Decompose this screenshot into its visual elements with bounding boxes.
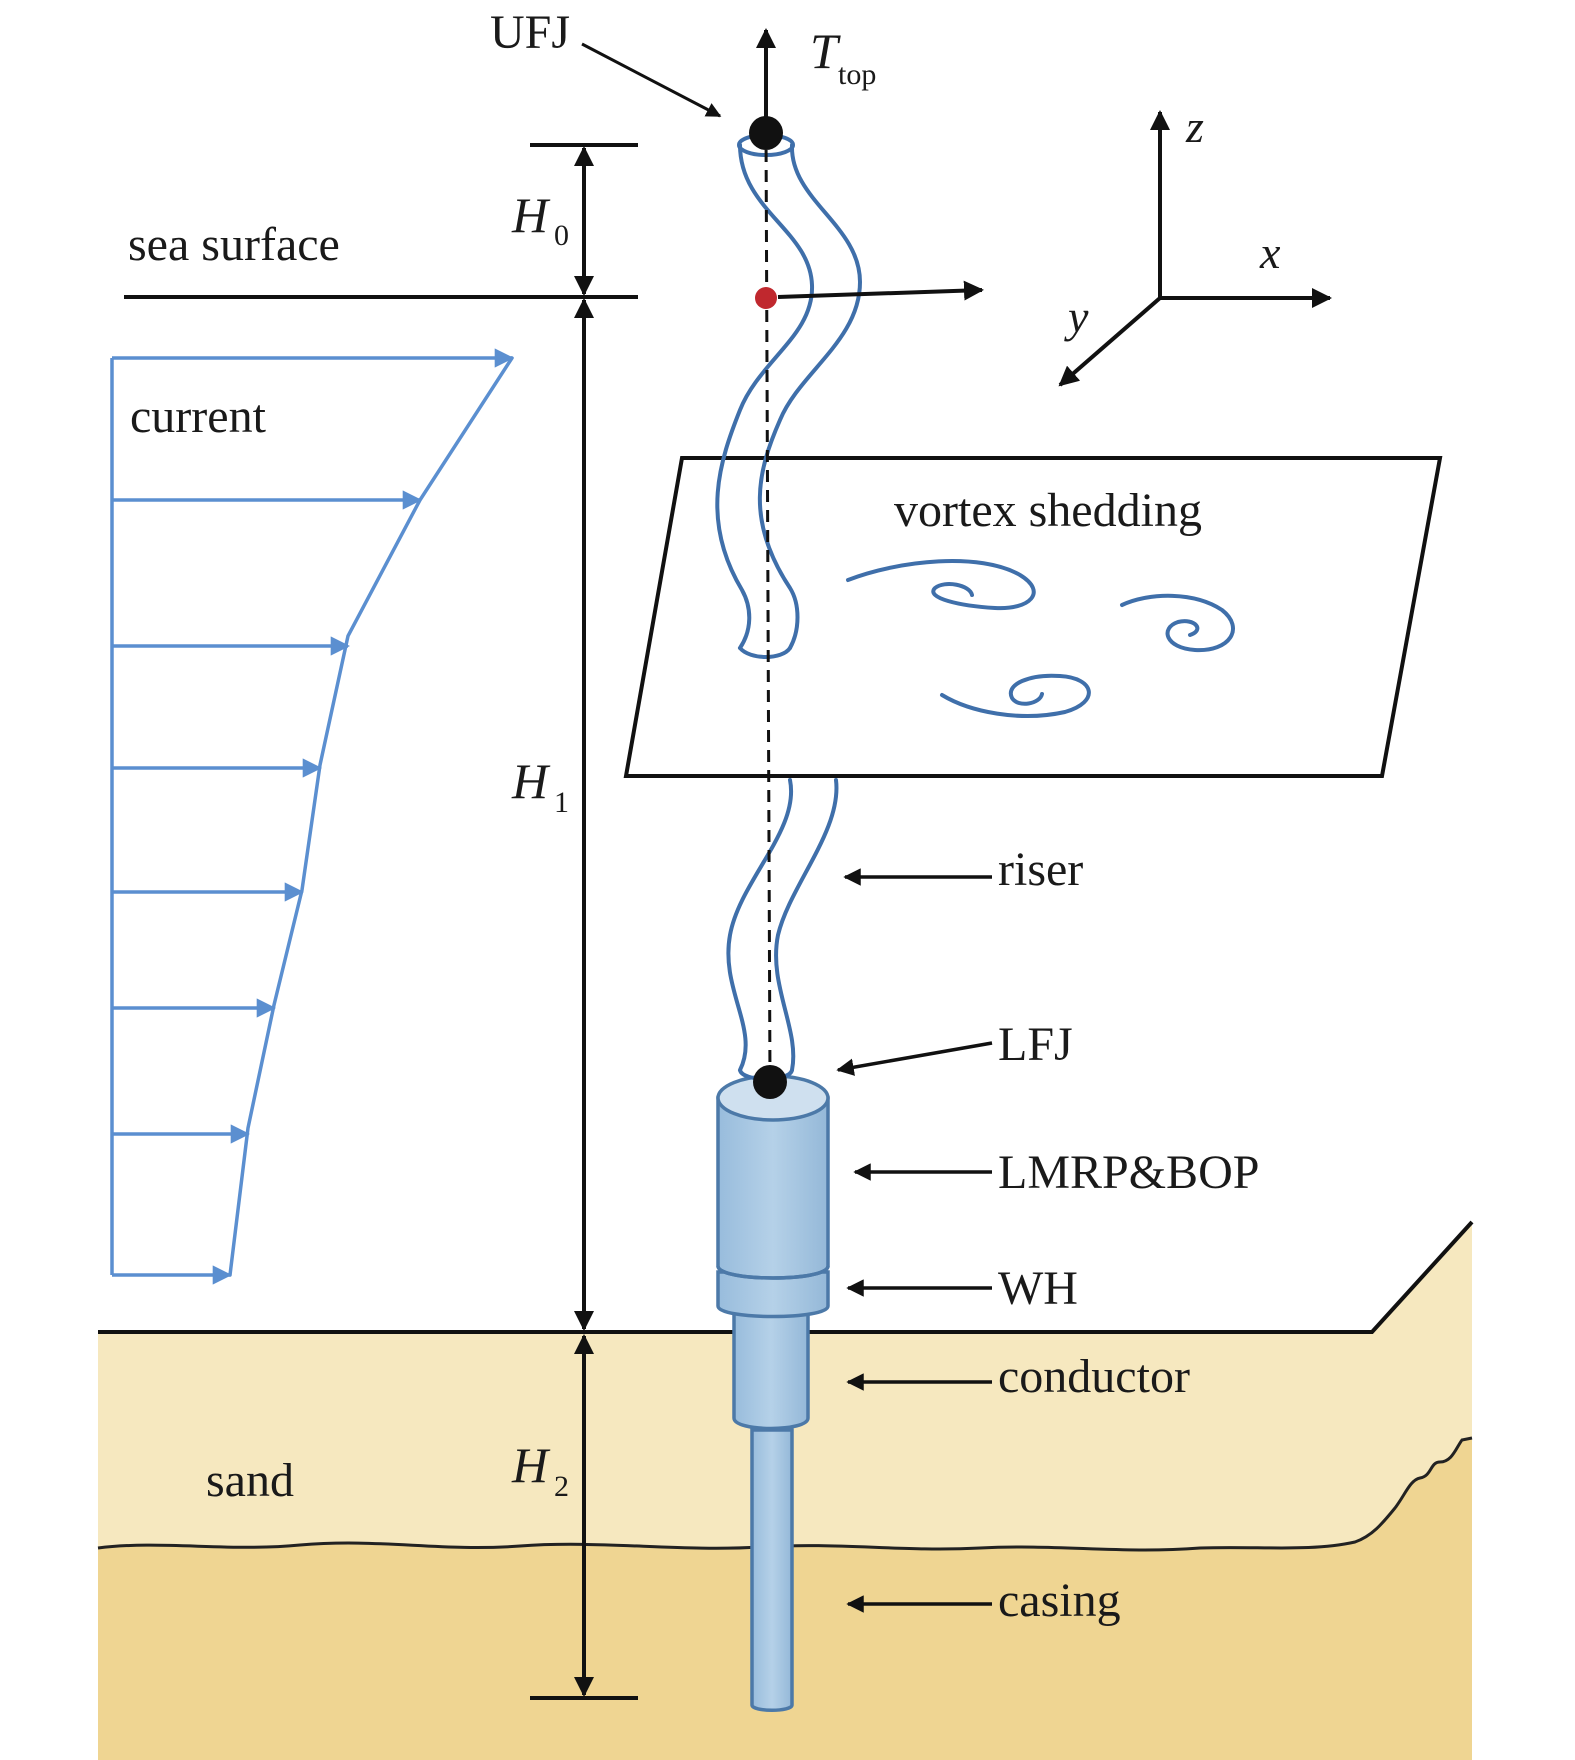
bop-body bbox=[716, 1096, 830, 1280]
casing-label: casing bbox=[998, 1574, 1121, 1627]
riser-upper-left-edge bbox=[715, 143, 815, 650]
conductor-label: conductor bbox=[998, 1350, 1190, 1403]
force-arrow bbox=[777, 280, 984, 301]
vortex-swirl-1 bbox=[846, 559, 1036, 611]
riser-bottom-cap-upper bbox=[738, 646, 792, 659]
vortex-shedding-label: vortex shedding bbox=[894, 484, 1202, 537]
h2-label: H bbox=[511, 1437, 551, 1493]
wh-label: WH bbox=[998, 1262, 1078, 1315]
component-pointers bbox=[836, 868, 993, 1613]
lmrp-bop-label: LMRP&BOP bbox=[998, 1146, 1259, 1199]
current-profile bbox=[110, 348, 514, 1285]
axis-y-line bbox=[1058, 296, 1162, 387]
vortex-swirls bbox=[846, 559, 1235, 718]
ufj-label: UFJ bbox=[490, 6, 570, 59]
seabed-line bbox=[98, 1220, 1474, 1334]
conductor-body bbox=[732, 1308, 810, 1431]
dimension-lines bbox=[530, 143, 638, 1700]
lmrp-bop-stack bbox=[716, 1074, 830, 1712]
t-top-subscript: top bbox=[838, 58, 876, 91]
axis-z-label: z bbox=[1185, 101, 1204, 152]
ufj-joint-dot-icon bbox=[749, 116, 783, 150]
vortex-shedding-plane bbox=[623, 456, 1443, 778]
riser-label: riser bbox=[998, 843, 1083, 896]
lfj-joint-dot-icon bbox=[753, 1065, 787, 1099]
h0-subscript: 0 bbox=[554, 219, 569, 252]
riser-upper-right-edge bbox=[757, 143, 863, 650]
h1-subscript: 1 bbox=[554, 786, 569, 819]
vortex-force-point-icon bbox=[755, 287, 777, 309]
ufj-pointer-arrow bbox=[581, 42, 722, 118]
wh-body bbox=[716, 1270, 830, 1319]
lfj-pointer bbox=[836, 1041, 993, 1076]
t-top-label: T bbox=[810, 23, 841, 79]
bop-band-line bbox=[716, 1265, 830, 1280]
vortex-plane-outline bbox=[623, 456, 1443, 778]
lfj-label: LFJ bbox=[998, 1018, 1073, 1071]
casing-body bbox=[750, 1428, 794, 1712]
axis-y-label: y bbox=[1064, 291, 1089, 342]
riser-lower-right-edge bbox=[774, 778, 839, 1072]
coordinate-axes bbox=[1058, 110, 1332, 387]
vortex-swirl-3 bbox=[940, 673, 1091, 718]
axis-x-label: x bbox=[1259, 227, 1281, 278]
h1-label: H bbox=[511, 753, 551, 809]
sand-boundary-line bbox=[97, 1436, 1473, 1552]
h2-subscript: 2 bbox=[554, 1470, 569, 1503]
h0-label: H bbox=[511, 187, 551, 243]
current-envelope bbox=[228, 356, 514, 1277]
riser-lower-left-edge bbox=[726, 778, 794, 1072]
riser bbox=[715, 133, 863, 1072]
current-label: current bbox=[130, 390, 267, 443]
sand-label: sand bbox=[206, 1454, 294, 1507]
sea-surface-label: sea surface bbox=[128, 218, 340, 271]
vortex-swirl-2 bbox=[1120, 593, 1235, 653]
